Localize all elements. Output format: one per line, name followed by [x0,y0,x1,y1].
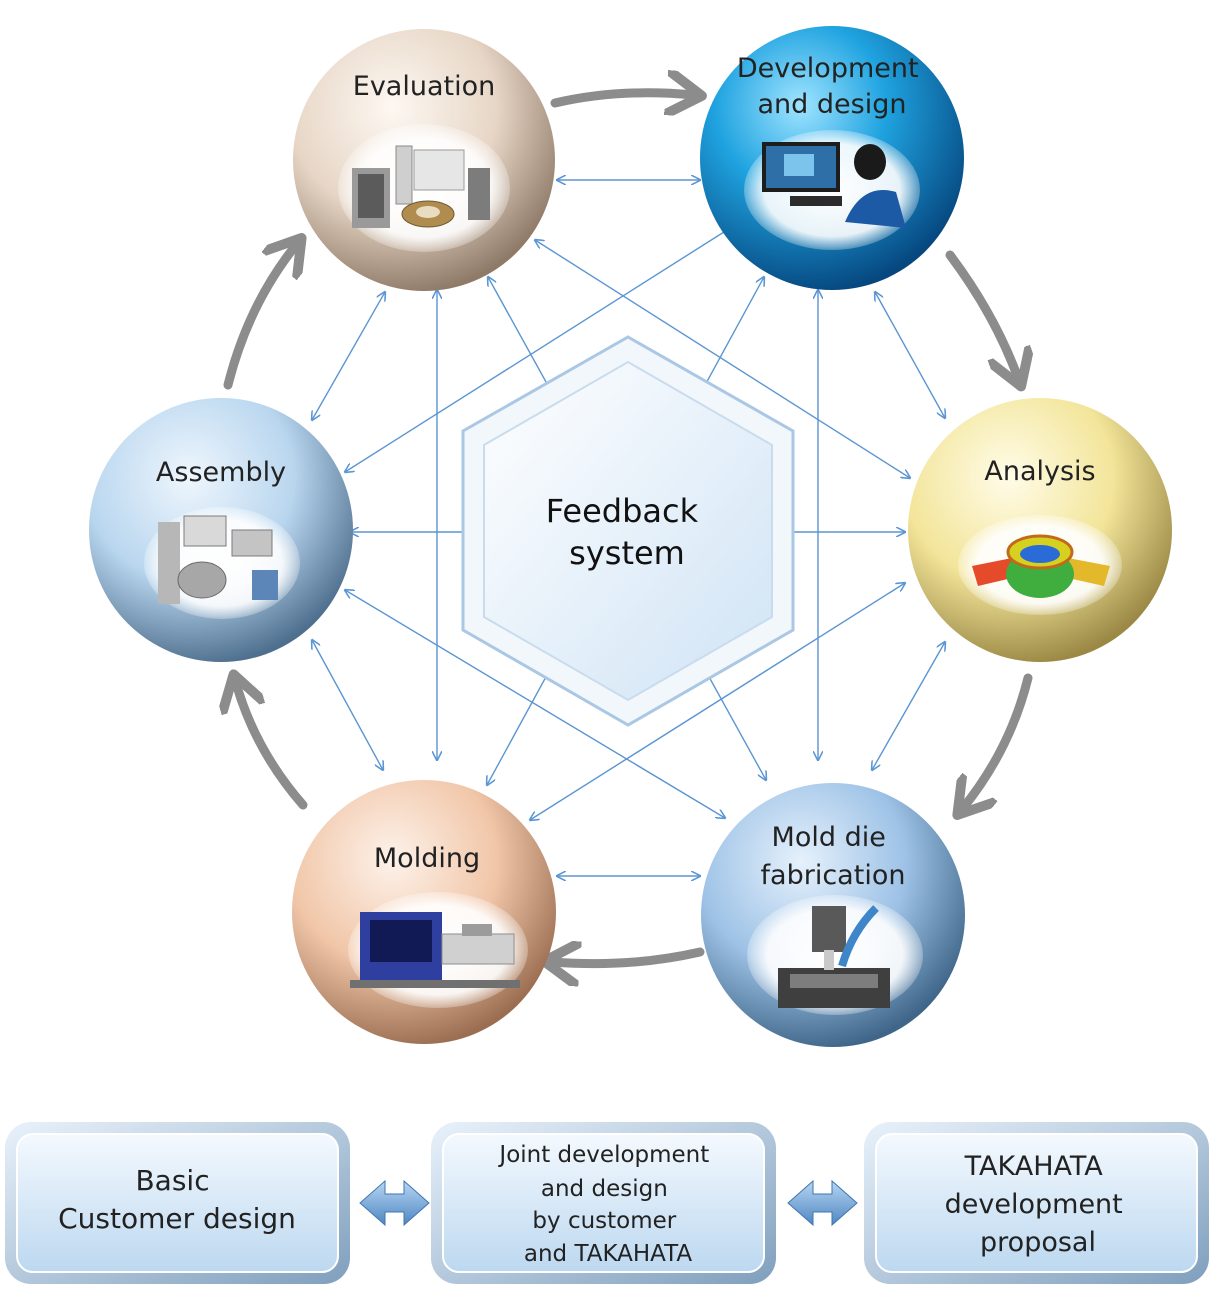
milling-machine-photo [778,905,890,1008]
double-arrow-icon [787,1179,858,1227]
cycle-arrow-molding-to-assembly [236,683,308,810]
node-mold-line-2: fabrication [761,860,906,891]
box-basic-customer-design: Basic Customer design [5,1122,350,1284]
box-takahata-proposal: TAKAHATA development proposal [864,1122,1209,1284]
hub-label-line-2: system [569,534,685,572]
box-joint-line-4: and TAKAHATA [524,1241,692,1267]
node-development-line-2: and design [758,89,907,120]
node-analysis-line-1: Analysis [984,456,1095,487]
box-basic-line-2: Customer design [58,1202,296,1235]
box-proposal-line-2: development [945,1189,1123,1220]
box-joint-line-3: by customer [532,1208,676,1234]
connector-development-analysis [875,292,945,418]
feedback-hub: Feedback system [461,335,795,727]
cycle-arrow-development-to-analysis [945,250,1018,378]
node-evaluation-line-1: Evaluation [353,71,495,102]
cycle-arrow-evaluation-to-development [550,93,693,103]
box-joint-line-2: and design [541,1176,668,1202]
hub-label: Feedback system [546,492,709,572]
cycle-arrow-analysis-to-mold [963,673,1033,808]
node-mold-label: Mold die fabrication [761,822,906,891]
hub-hexagon-inner [483,360,773,702]
node-molding: Molding [292,780,556,1044]
node-evaluation: Evaluation [293,29,555,291]
assembly-machine-photo [158,515,278,604]
connector-assembly-molding [312,640,383,770]
node-mold-line-1: Mold die [772,822,886,853]
node-assembly-label: Assembly [156,457,286,488]
cycle-arrow-mold-to-molding [553,952,705,964]
collaboration-options: Basic Customer design Joint development … [5,1122,1209,1284]
node-assembly-line-1: Assembly [156,457,286,488]
node-mold: Mold die fabrication [701,783,965,1047]
double-arrow-icon [359,1179,430,1227]
cycle-arrow-assembly-to-evaluation [223,245,296,390]
lab-equipment-photo [352,145,490,228]
node-development-line-1: Development [737,53,919,84]
connector-analysis-mold [872,642,945,770]
box-proposal-line-3: proposal [980,1227,1096,1258]
node-development: Development and design [700,26,964,290]
node-molding-line-1: Molding [374,843,480,874]
node-analysis: Analysis [908,398,1172,662]
stress-analysis-model-photo [972,534,1110,598]
node-molding-label: Molding [374,843,480,874]
connector-evaluation-assembly [312,292,385,420]
cycle-arrows [228,93,1028,964]
box-proposal-line-1: TAKAHATA [964,1151,1104,1182]
node-analysis-label: Analysis [984,456,1095,487]
engineer-at-computer-photo [762,142,906,228]
hub-label-line-1: Feedback [546,492,699,530]
node-development-label: Development and design [737,53,927,120]
node-assembly: Assembly [89,398,353,662]
box-joint-line-1: Joint development [497,1142,709,1168]
box-basic-line-1: Basic [135,1164,209,1197]
node-evaluation-label: Evaluation [353,71,495,102]
injection-molding-machine-photo [350,912,520,988]
box-basic-label: Basic Customer design [58,1164,296,1235]
box-joint-label: Joint development and design by customer… [497,1142,716,1267]
box-joint-development: Joint development and design by customer… [431,1122,776,1284]
box-proposal-label: TAKAHATA development proposal [945,1151,1132,1258]
